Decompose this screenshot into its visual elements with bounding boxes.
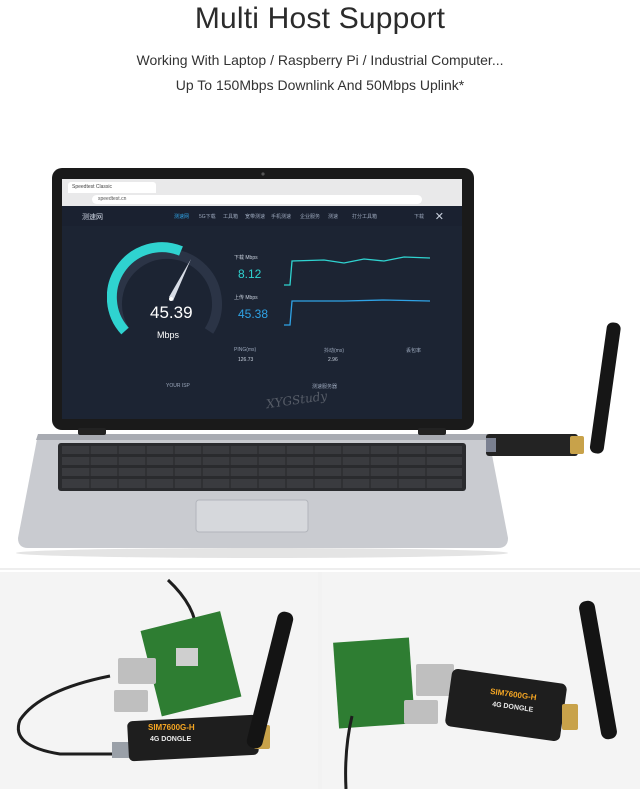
ping-value: 126.73 [238,357,254,363]
speed-chart [284,256,431,326]
speed-gauge [107,242,222,335]
nav-item-7: 打分工具箱 [352,214,378,220]
laptop-screen: Speedtest Classic speedtest.cn 测速网 测速网 5… [62,179,462,419]
server-label: 测速服务器 [312,384,338,390]
subtitle-line-1: Working With Laptop / Raspberry Pi / Ind… [136,52,504,68]
isp-label: YOUR ISP [166,383,190,389]
speed-value: 45.39 [150,303,193,322]
nav-item-4: 手机测速 [271,214,292,220]
upload-value: 45.38 [238,307,269,321]
browser-tab: Speedtest Classic [68,182,156,193]
nav-item-5: 企业服务 [300,214,321,220]
nav-item-8: 下载 [414,214,425,220]
dongle-label-left: 4G DONGLE [150,736,192,743]
ping-label: PING(ms) [234,347,257,353]
nav-item-6: 测速 [328,214,339,220]
watermark: XYGStudy [265,388,328,412]
site-logo: 测速网 [82,214,103,221]
jitter-label: 抖动(ms) [324,348,344,354]
jitter-value: 2.96 [328,357,338,363]
upload-label: 上传 Mbps [234,295,258,301]
page-title: Multi Host Support [194,2,446,35]
nav-item-0: 测速网 [174,214,190,220]
nav-item-1: 5G下载 [199,214,216,220]
browser-toolbar: Speedtest Classic speedtest.cn [62,179,462,206]
speed-unit: Mbps [157,330,180,340]
subtitle-line-2: Up To 150Mbps Downlink And 50Mbps Uplink… [175,77,465,93]
nav-item-3: 宽带测速 [245,214,266,220]
nav-item-2: 工具箱 [223,214,239,220]
download-value: 8.12 [238,267,262,281]
site-navigation: 测速网 测速网 5G下载 工具箱 宽带测速 手机测速 企业服务 测速 打分工具箱… [62,206,462,226]
address-bar: speedtest.cn [92,195,422,204]
download-label: 下载 Mbps [234,255,258,261]
dongle-model-left: SIM7600G-H [148,723,195,732]
close-icon: ✕ [434,211,444,223]
loss-label: 丢包率 [406,348,422,354]
